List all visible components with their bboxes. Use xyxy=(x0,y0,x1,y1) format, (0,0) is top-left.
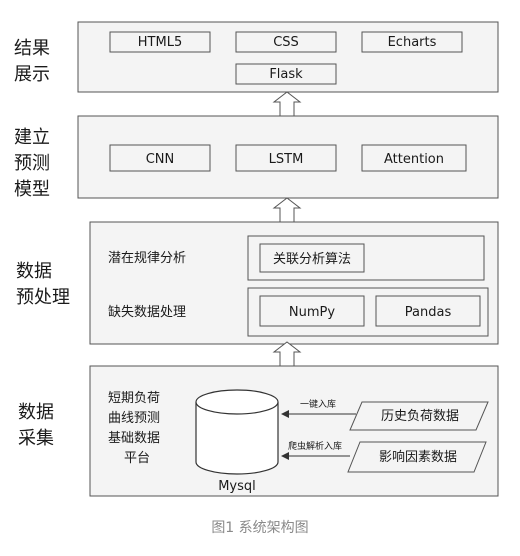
database-label: Mysql xyxy=(218,479,256,494)
box-label: Pandas xyxy=(405,305,452,320)
layer-data-collection: 数据 采集 短期负荷 曲线预测 基础数据 平台 Mysql 一键入库 历史负荷数… xyxy=(18,365,499,497)
box-label: CNN xyxy=(146,152,175,167)
layer-result-display: 结果 展示 HTML5 CSS Echarts Flask xyxy=(14,21,499,93)
layer-label-line: 数据 xyxy=(18,402,54,423)
layer-data-preprocessing: 数据 预处理 潜在规律分析 关联分析算法 缺失数据处理 NumPy Pandas xyxy=(16,221,499,345)
platform-label-line: 曲线预测 xyxy=(108,411,160,426)
row-label: 缺失数据处理 xyxy=(108,305,186,320)
layer-label-line: 模型 xyxy=(14,179,50,200)
box-css xyxy=(235,31,337,53)
box-label: NumPy xyxy=(289,305,335,320)
layer-build-model: 建立 预测 模型 CNN LSTM Attention xyxy=(14,115,499,200)
box-echarts xyxy=(361,31,463,53)
layer-label-line: 建立 xyxy=(14,127,50,148)
row-label: 潜在规律分析 xyxy=(108,251,186,266)
database-cylinder-icon xyxy=(195,389,279,475)
box-label: Flask xyxy=(269,67,303,82)
layer-label-line: 采集 xyxy=(18,428,54,449)
box-pandas xyxy=(375,295,481,327)
platform-label-line: 基础数据 xyxy=(108,431,160,446)
layer-label-line: 数据 xyxy=(16,261,52,282)
box-numpy xyxy=(259,295,365,327)
flow-label: 一键入库 xyxy=(300,398,336,410)
box-html5 xyxy=(109,31,211,53)
layer-label-line: 预测 xyxy=(14,153,50,174)
platform-label-line: 短期负荷 xyxy=(108,391,160,406)
layer-label-line: 预处理 xyxy=(16,287,70,308)
box-flask xyxy=(235,63,337,85)
flow-label: 爬虫解析入库 xyxy=(288,440,342,452)
box-lstm xyxy=(235,144,337,172)
layer-label-line: 展示 xyxy=(14,64,50,85)
up-arrow xyxy=(272,91,302,117)
box-label: Attention xyxy=(384,152,444,167)
box-label: 影响因素数据 xyxy=(379,449,457,465)
box-label: LSTM xyxy=(269,152,304,167)
up-arrow xyxy=(272,197,302,223)
layer-label-line: 结果 xyxy=(14,38,50,59)
figure-caption: 图1 系统架构图 xyxy=(211,520,308,536)
box-attention xyxy=(361,144,467,172)
platform-label-line: 平台 xyxy=(124,451,150,466)
box-label: HTML5 xyxy=(138,35,182,50)
box-historical-load-data xyxy=(349,401,489,431)
box-cnn xyxy=(109,144,211,172)
up-arrow xyxy=(272,341,302,367)
box-label: 历史负荷数据 xyxy=(381,409,459,424)
box-label: CSS xyxy=(273,35,299,50)
box-influence-factor-data xyxy=(347,441,487,473)
box-label: 关联分析算法 xyxy=(273,252,351,267)
layer-frame xyxy=(89,365,499,497)
box-label: Echarts xyxy=(388,35,437,50)
box-association-analysis xyxy=(259,243,365,273)
